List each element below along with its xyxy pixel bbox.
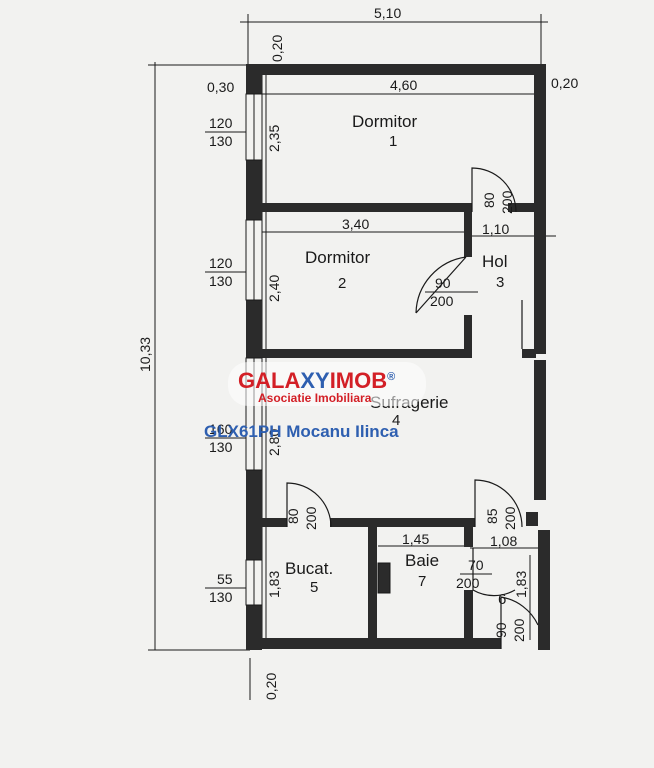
- dim-wall-left: 0,30: [207, 79, 234, 95]
- room3-number: 3: [496, 274, 504, 291]
- dim-dormitor1-height: 2,35: [266, 125, 282, 152]
- door-baie-width: 70: [468, 557, 484, 573]
- dim-inner-width: 4,60: [390, 77, 417, 93]
- logo-text-xy: XY: [300, 368, 330, 393]
- dim-baie-right: 1,08: [490, 533, 517, 549]
- window3-height: 130: [209, 439, 233, 455]
- room6-number: 6: [498, 591, 506, 608]
- dim-baie-width: 1,45: [402, 531, 429, 547]
- door-swings: [286, 167, 539, 649]
- walls: [246, 64, 550, 650]
- door-entry-width: 90: [493, 622, 509, 638]
- room2-number: 2: [338, 275, 346, 292]
- watermark-subtitle: Asociatie Imobiliara: [258, 391, 372, 405]
- door-hol-height: 200: [502, 506, 518, 530]
- dim-bucatarie-height: 1,83: [266, 571, 282, 598]
- logo-text-gala: GALA: [238, 368, 300, 393]
- window-labels: 120 130 120 130 160 130 55 130: [209, 115, 233, 605]
- door-bucatarie-height: 200: [303, 506, 319, 530]
- dim-hol-width: 1,10: [482, 221, 509, 237]
- watermark-agent: GLX61PH Mocanu Ilinca: [204, 422, 399, 441]
- room5-number: 5: [310, 579, 318, 596]
- window1-width: 120: [209, 115, 233, 131]
- dim-wall-top: 0,20: [269, 35, 285, 62]
- dim-sufragerie-height: 2,80: [266, 429, 282, 456]
- watermark-background: [228, 362, 426, 406]
- room1-number: 1: [389, 133, 397, 150]
- dim-total-width: 5,10: [374, 5, 401, 21]
- door-entry-height: 200: [511, 618, 527, 642]
- window4-height: 130: [209, 589, 233, 605]
- window1-height: 130: [209, 133, 233, 149]
- dim-total-height: 10,33: [137, 337, 153, 372]
- watermark-logo: GALAXYIMOB®: [238, 368, 395, 393]
- room-labels: Dormitor 1 Dormitor 2 Hol 3 Sufragerie 4…: [285, 112, 508, 608]
- door-baie-height: 200: [456, 575, 480, 591]
- door-dormitor1-width: 80: [481, 192, 497, 208]
- room2-name: Dormitor: [305, 248, 371, 267]
- room1-name: Dormitor: [352, 112, 418, 131]
- room7-name: Baie: [405, 551, 439, 570]
- door-labels: 80 200 90 200 80 200 85 200 70 200 90 20…: [285, 190, 527, 642]
- door-dormitor2-height: 200: [430, 293, 454, 309]
- room7-number: 7: [418, 573, 426, 590]
- window2-width: 120: [209, 255, 233, 271]
- watermark: GALAXYIMOB® Asociatie Imobiliara GLX61PH…: [204, 362, 426, 441]
- window3-width: 160: [209, 421, 233, 437]
- door-dormitor1-height: 200: [499, 190, 515, 214]
- dim-dormitor2-width: 3,40: [342, 216, 369, 232]
- door-hol-width: 85: [484, 508, 500, 524]
- door-bucatarie-width: 80: [285, 508, 301, 524]
- room4-number: 4: [392, 412, 400, 429]
- room3-name: Hol: [482, 252, 508, 271]
- dim-dormitor2-height: 2,40: [266, 275, 282, 302]
- room5-name: Bucat.: [285, 559, 333, 578]
- dim-wall-right: 0,20: [551, 75, 578, 91]
- dim-wall-bottom: 0,20: [263, 673, 279, 700]
- window4-width: 55: [217, 571, 233, 587]
- window2-height: 130: [209, 273, 233, 289]
- door-dormitor2-width: 90: [435, 275, 451, 291]
- dim-right-height: 1,83: [513, 571, 529, 598]
- duct: [377, 562, 391, 594]
- logo-text-imob: IMOB: [330, 368, 387, 393]
- logo-registered: ®: [387, 371, 395, 383]
